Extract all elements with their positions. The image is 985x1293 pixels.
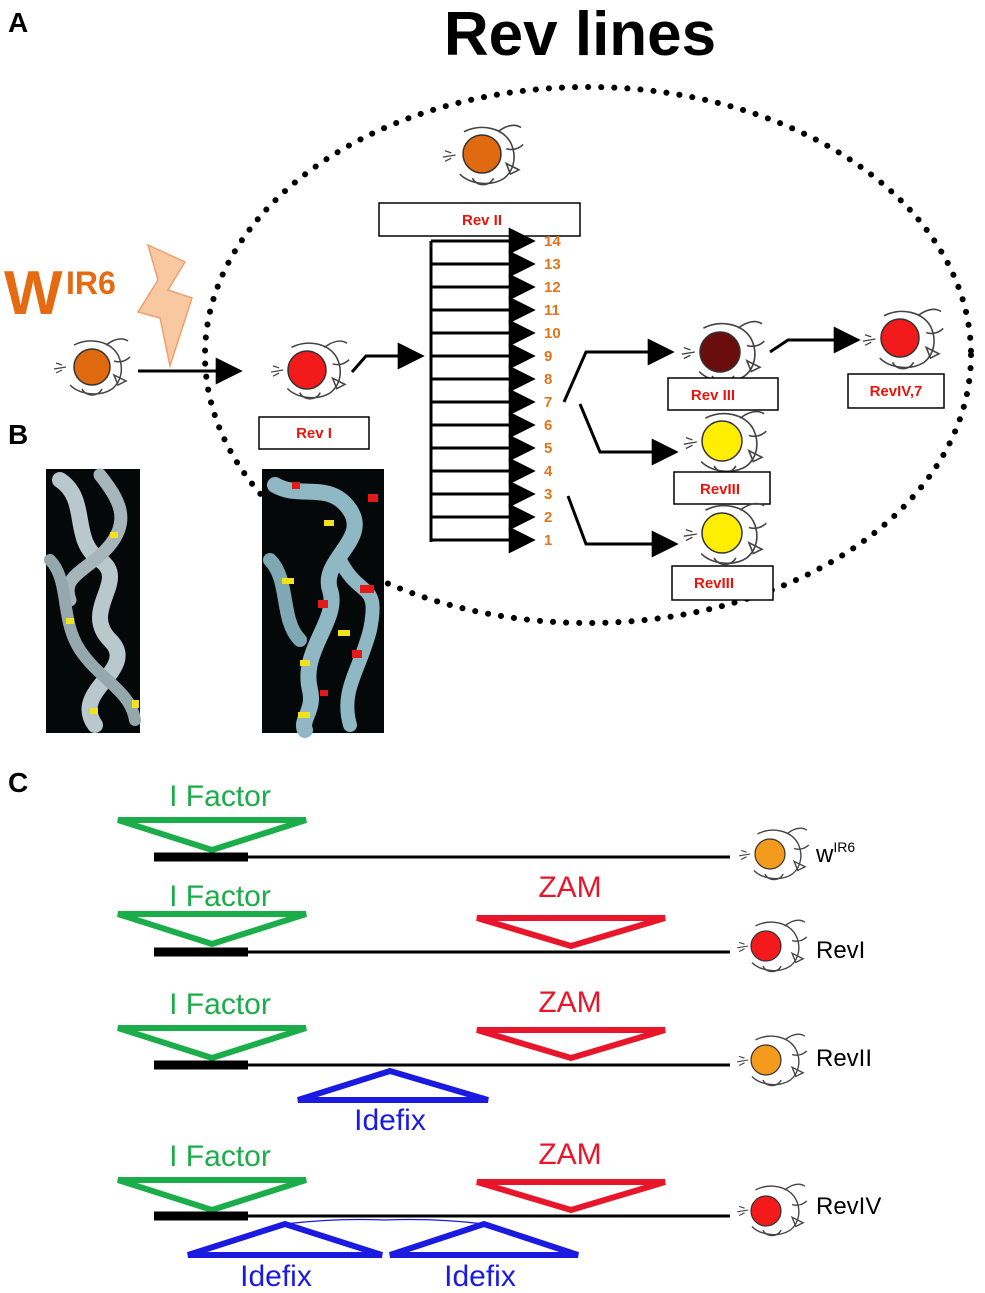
idefix-triangle xyxy=(187,1220,383,1258)
fly-head-icon xyxy=(680,320,766,384)
zam-label: ZAM xyxy=(538,986,601,1019)
construct-row-wir6: I Factor wIR6 xyxy=(117,780,855,881)
arrow-branch7-to-rev-iii-yellow xyxy=(578,403,679,466)
rev-iii-label-a: Rev III xyxy=(691,387,735,404)
idefix-connector xyxy=(284,1218,485,1225)
branch-number: 12 xyxy=(544,279,561,296)
svg-text:W: W xyxy=(4,259,63,328)
branch-number: 11 xyxy=(544,302,560,319)
idefix-triangle xyxy=(297,1067,489,1103)
i-factor-triangle xyxy=(117,911,307,948)
branch-number: 4 xyxy=(544,463,553,480)
i-factor-triangle xyxy=(117,817,307,854)
branch-number: 3 xyxy=(544,486,552,503)
rev-iii-label-b: RevIII xyxy=(700,481,740,498)
lightning-icon xyxy=(136,243,193,369)
idefix-label: Idefix xyxy=(354,1104,426,1137)
arrow-rev-i-to-branches xyxy=(350,342,425,373)
panel-letter-a: A xyxy=(8,7,28,38)
i-factor-label: I Factor xyxy=(169,988,271,1021)
figure-title: Rev lines xyxy=(444,0,716,69)
construct-row-reviv: I Factor ZAM Idefix Idefix RevIV xyxy=(117,1138,881,1293)
fly-head-icon xyxy=(862,308,944,370)
zam-label: ZAM xyxy=(538,1138,601,1171)
i-factor-label: I Factor xyxy=(169,880,271,913)
branch-number: 13 xyxy=(544,256,561,273)
row-label-wir6: wIR6 xyxy=(815,839,855,868)
zam-triangle xyxy=(476,1027,666,1062)
fly-head-icon xyxy=(53,338,131,396)
i-factor-label: I Factor xyxy=(169,1140,271,1173)
panel-letter-c: C xyxy=(8,767,28,798)
arrow-branch3-to-rev-iii-yellow xyxy=(566,495,679,558)
i-factor-triangle xyxy=(117,1177,307,1214)
fly-head-icon xyxy=(682,410,768,474)
row-label-revii: RevII xyxy=(816,1045,872,1072)
branch-number: 8 xyxy=(544,371,552,388)
branch-number: 6 xyxy=(544,417,552,434)
branch-number: 1 xyxy=(544,532,552,549)
idefix-triangle xyxy=(389,1220,579,1258)
branch-number: 9 xyxy=(544,348,552,365)
i-factor-triangle xyxy=(117,1025,307,1062)
rev-i-box xyxy=(258,416,370,450)
rev-iii-box-c xyxy=(671,565,774,601)
construct-row-revii: I Factor ZAM Idefix RevII xyxy=(117,986,872,1137)
fly-head-icon xyxy=(270,340,350,400)
rev-lines-dotted-ellipse xyxy=(202,84,974,626)
fly-head-icon xyxy=(736,1183,808,1237)
branch-arrows xyxy=(429,227,536,554)
rev-iii-box-b xyxy=(673,471,771,505)
rev-ii-box xyxy=(378,202,581,237)
zam-label: ZAM xyxy=(538,871,601,904)
chromosome-image-left xyxy=(44,468,141,733)
panel-letter-b: B xyxy=(8,419,28,450)
rev-iii-label-c: RevIII xyxy=(694,575,734,592)
fly-head-icon xyxy=(736,1033,808,1087)
row-label-revi: RevI xyxy=(816,937,865,964)
rev-ii-label: Rev II xyxy=(462,212,502,229)
rev-iii-box-a xyxy=(667,377,779,411)
row-label-reviv: RevIV xyxy=(816,1193,881,1220)
svg-text:IR6: IR6 xyxy=(66,265,116,301)
zam-triangle xyxy=(476,915,666,950)
idefix-label: Idefix xyxy=(240,1260,312,1293)
i-factor-label: I Factor xyxy=(169,780,271,813)
branch-numbers: 14 13 12 11 10 9 8 7 6 5 4 3 2 1 xyxy=(544,233,561,549)
fly-head-icon xyxy=(442,124,524,186)
rev-iv-label: RevIV,7 xyxy=(870,383,923,400)
branch-number: 2 xyxy=(544,509,552,526)
chromosome-image-right xyxy=(262,469,384,738)
branch-number: 14 xyxy=(544,233,561,250)
wir6-genotype-label: W IR6 xyxy=(4,259,116,328)
zam-triangle xyxy=(476,1179,666,1214)
branch-number: 5 xyxy=(544,440,552,457)
rev-iv-box xyxy=(847,373,945,409)
rev-i-label: Rev I xyxy=(296,425,332,442)
construct-row-revi: I Factor ZAM RevI xyxy=(117,871,865,973)
fly-head-icon xyxy=(736,919,808,973)
branch-number: 10 xyxy=(544,325,561,342)
arrow-rev-iii-to-rev-iv xyxy=(769,326,861,354)
arrow-branch9-to-rev-iii xyxy=(562,338,675,403)
fly-head-icon xyxy=(738,827,810,881)
idefix-label: Idefix xyxy=(444,1260,516,1293)
branch-number: 7 xyxy=(544,394,552,411)
fly-head-icon xyxy=(682,502,768,566)
